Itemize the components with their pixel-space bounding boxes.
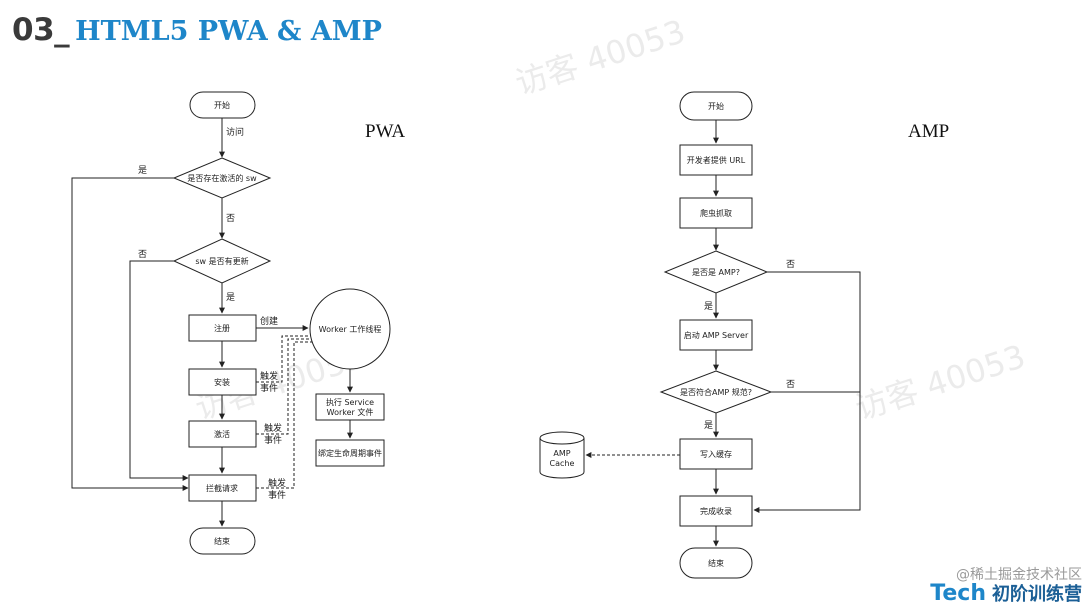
amp-label: AMP [908, 121, 949, 142]
pwa-event-line-3 [256, 341, 312, 489]
pwa-yes2-label: 是 [226, 292, 235, 303]
pwa-start-label: 开始 [214, 100, 230, 110]
pwa-install-label: 安装 [214, 377, 230, 387]
title-text: HTML5 PWA & AMP [75, 16, 382, 47]
pwa-no1-label: 否 [226, 213, 235, 224]
pwa-create-label: 创建 [260, 315, 278, 327]
pwa-end-node [189, 527, 256, 555]
pwa-trigger-2a: 触发 [264, 422, 282, 434]
pwa-trigger-2b: 事件 [264, 434, 282, 446]
pwa-worker-thread-label: Worker 工作线程 [319, 324, 382, 334]
pwa-exec-sw-node [315, 393, 385, 421]
pwa-decision-sw-update-label: sw 是否有更新 [195, 256, 248, 266]
amp-cache-line2: Cache [550, 459, 575, 468]
amp-crawl-node [679, 197, 753, 229]
pwa-event-line-1 [256, 335, 310, 383]
amp-dev-url-label: 开发者提供 URL [687, 155, 746, 165]
amp-done-label: 完成收录 [700, 506, 732, 516]
pwa-trigger-3a: 触发 [268, 477, 286, 489]
amp-write-cache-label: 写入缓存 [700, 449, 732, 459]
juejin-watermark: @稀土掘金技术社区 [956, 567, 1082, 583]
pwa-label: PWA [365, 121, 405, 142]
amp-start-server-node [679, 319, 753, 351]
amp-start-server-label: 启动 AMP Server [684, 330, 749, 340]
amp-no2-label: 否 [786, 379, 795, 390]
pwa-register-label: 注册 [214, 323, 230, 333]
amp-yes2-label: 是 [704, 420, 713, 431]
pwa-trigger-1b: 事件 [260, 382, 278, 394]
tech-logo-text: Tech [930, 581, 986, 606]
pwa-no2-label: 否 [138, 249, 147, 260]
pwa-end-label: 结束 [214, 536, 230, 546]
amp-cache-cylinder [539, 431, 585, 479]
pwa-intercept-label: 拦截请求 [206, 483, 238, 493]
pwa-exec-sw-line2: Worker 文件 [327, 407, 374, 417]
amp-end-node [679, 547, 753, 579]
amp-crawl-label: 爬虫抓取 [700, 208, 732, 218]
pwa-trigger-1a: 触发 [260, 370, 278, 382]
pwa-edge-no2 [129, 260, 189, 481]
footer-brand: @稀土掘金技术社区 Tech 初阶训练营 [930, 564, 1082, 606]
amp-no1-label: 否 [786, 259, 795, 270]
amp-start-label: 开始 [708, 101, 724, 111]
pwa-decision-sw-active-label: 是否存在激活的 sw [187, 173, 257, 183]
amp-yes1-label: 是 [704, 301, 713, 312]
camp-logo-text: 初阶训练营 [992, 584, 1082, 605]
amp-edge-no1 [753, 271, 861, 513]
watermark-1: 访客 40053 [511, 12, 690, 103]
pwa-exec-sw-line1: 执行 Service [326, 397, 374, 407]
pwa-trigger-3b: 事件 [268, 489, 286, 501]
pwa-yes1-label: 是 [138, 165, 147, 176]
amp-write-cache-node [679, 438, 753, 470]
watermark-2: 访客 40053 [851, 337, 1030, 428]
pwa-bind-lifecycle-label: 绑定生命周期事件 [318, 448, 382, 458]
amp-is-amp-label: 是否是 AMP? [692, 268, 740, 277]
pwa-visit-label: 访问 [226, 126, 244, 138]
page-title: 03_ HTML5 PWA & AMP [12, 12, 382, 52]
pwa-activate-node [188, 420, 257, 448]
pwa-activate-label: 激活 [214, 429, 230, 439]
amp-cache-line1: AMP [553, 449, 570, 458]
title-number: 03_ [12, 12, 70, 48]
pwa-edge-yes1 [71, 177, 189, 491]
pwa-bind-lifecycle-node [315, 439, 385, 467]
amp-done-node [679, 495, 753, 527]
pwa-event-line-2 [256, 338, 311, 435]
amp-end-label: 结束 [708, 558, 724, 568]
amp-conforms-label: 是否符合AMP 规范? [680, 387, 752, 397]
